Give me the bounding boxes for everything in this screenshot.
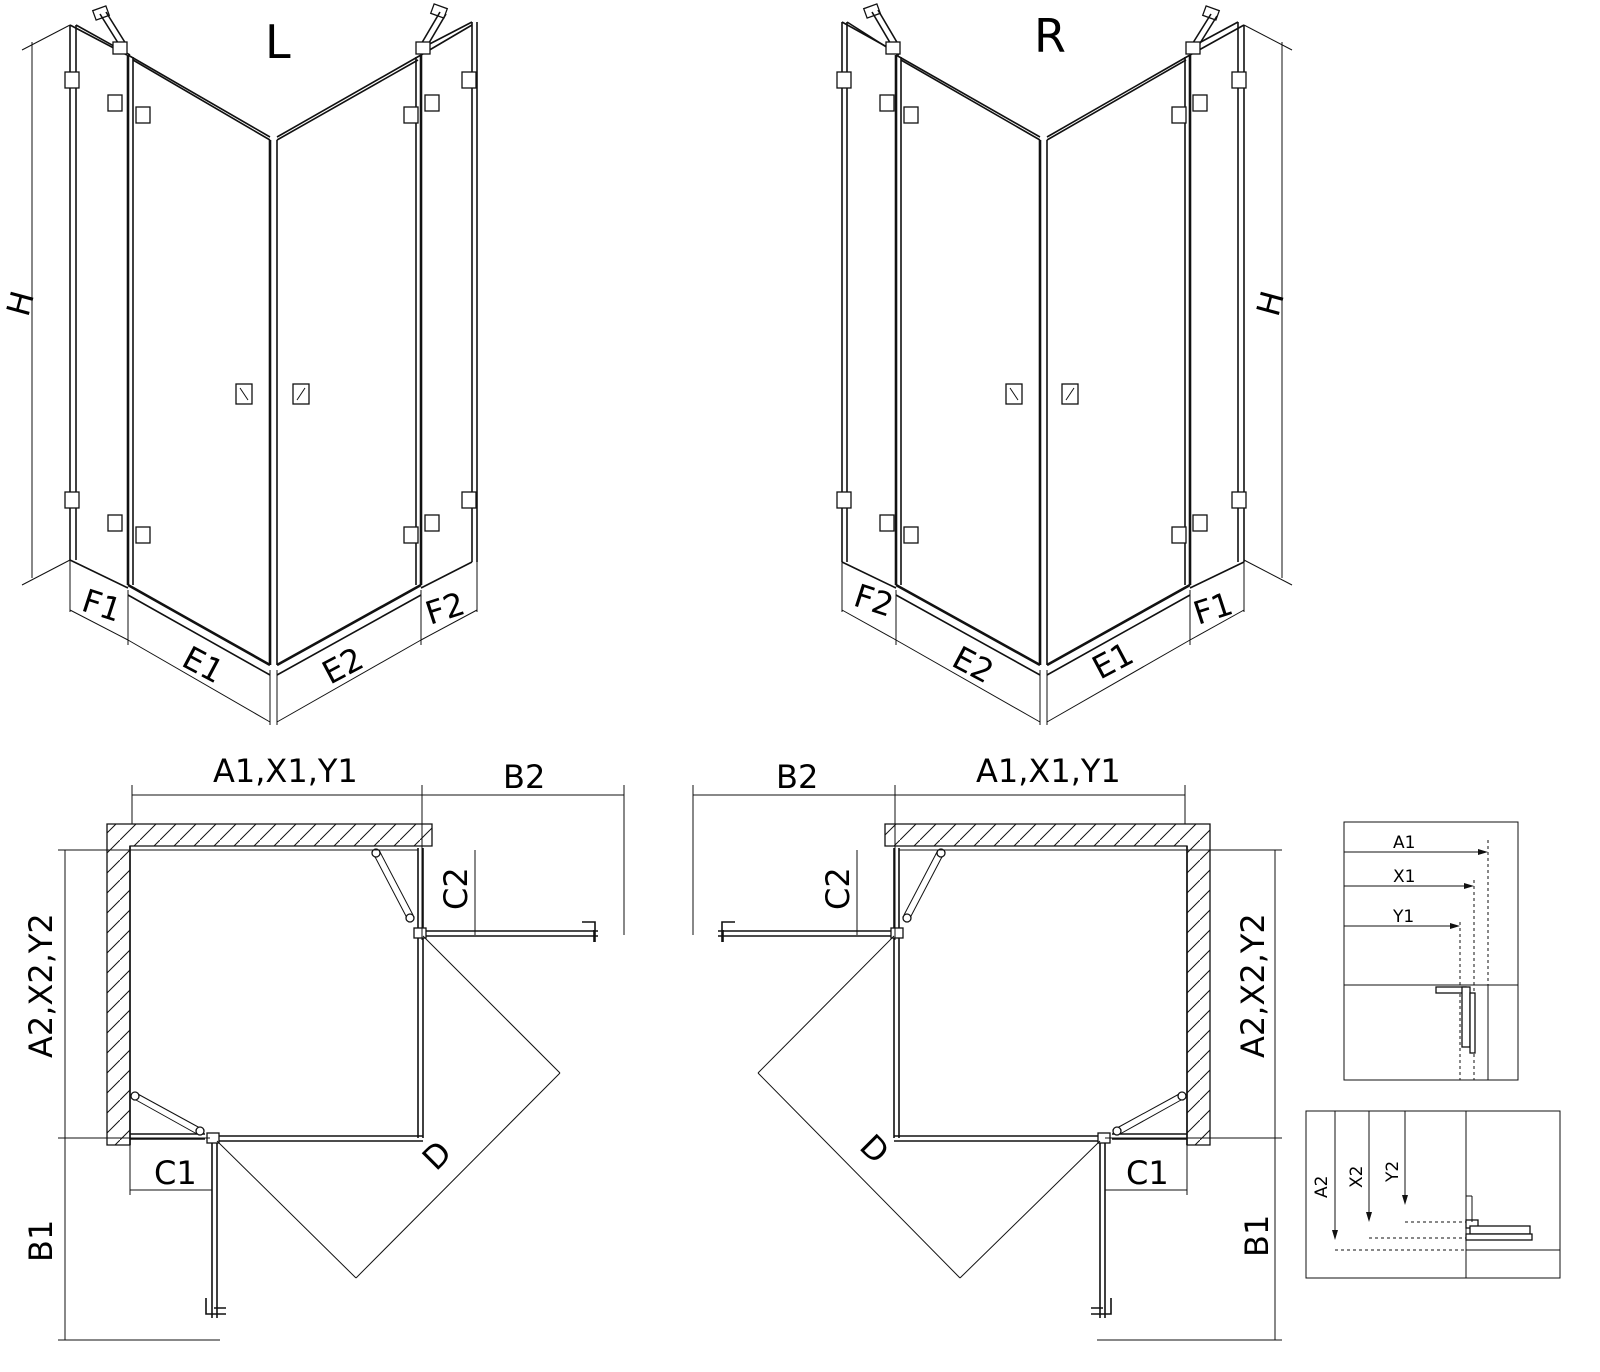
dim-height-r: H bbox=[1243, 24, 1293, 586]
door-handles-r bbox=[1005, 383, 1079, 405]
label-hinge-offset-bottom-left: C1 bbox=[154, 1154, 197, 1192]
detail-label-y1: Y1 bbox=[1392, 907, 1414, 927]
hinges-r bbox=[836, 71, 1247, 544]
dim-bottom-r: F2 E2 E1 F1 bbox=[841, 562, 1245, 725]
label-diagonal-right: D bbox=[852, 1127, 896, 1171]
detail-label-a1: A1 bbox=[1393, 833, 1415, 853]
wall-bracket-l-right bbox=[415, 3, 449, 55]
label-fixed-left-r: F2 bbox=[850, 576, 899, 624]
label-door-left-r: E2 bbox=[946, 639, 1000, 692]
door-handles-l bbox=[235, 383, 310, 405]
label-side-height-right: A2,X2,Y2 bbox=[1234, 913, 1272, 1058]
label-top-width-left: A1,X1,Y1 bbox=[213, 752, 358, 790]
label-door-right-r: E1 bbox=[1086, 634, 1140, 687]
variant-title-l: L bbox=[265, 15, 291, 69]
detail-label-a2: A2 bbox=[1312, 1176, 1332, 1198]
dim-height-l: H bbox=[0, 24, 71, 586]
label-fixed-right-l: F2 bbox=[421, 584, 470, 632]
screen-right bbox=[718, 848, 1187, 1318]
plan-dims-right: A1,X1,Y1 B2 A2,X2,Y2 B1 C2 C1 D bbox=[692, 752, 1282, 1341]
label-height-l: H bbox=[0, 287, 42, 320]
detail-label-y2: Y2 bbox=[1383, 1161, 1403, 1183]
detail-label-x2: X2 bbox=[1347, 1166, 1367, 1188]
label-fixed-left-l: F1 bbox=[78, 581, 127, 629]
isometric-view-right: R bbox=[836, 3, 1293, 725]
label-side-height-left: A2,X2,Y2 bbox=[22, 913, 60, 1058]
isometric-view-left: L bbox=[0, 3, 478, 725]
label-top-extension-left: B2 bbox=[503, 758, 545, 796]
wall-bracket-r-left bbox=[862, 3, 901, 55]
label-top-extension-right: B2 bbox=[776, 758, 818, 796]
label-hinge-offset-bottom-right: C1 bbox=[1126, 1154, 1169, 1192]
detail-top: A1 X1 Y1 bbox=[1343, 821, 1519, 1081]
label-hinge-offset-top-left: C2 bbox=[437, 867, 475, 910]
label-side-extension-left: B1 bbox=[22, 1220, 60, 1262]
label-fixed-right-r: F1 bbox=[1189, 584, 1238, 632]
label-top-width-right: A1,X1,Y1 bbox=[976, 752, 1121, 790]
label-door-right-l: E2 bbox=[316, 639, 370, 692]
variant-title-r: R bbox=[1034, 9, 1066, 63]
label-diagonal-left: D bbox=[415, 1133, 459, 1177]
label-height-r: H bbox=[1249, 287, 1292, 320]
detail-bottom: A2 X2 Y2 bbox=[1305, 1110, 1561, 1279]
screen-left bbox=[130, 848, 598, 1318]
wall-bracket-r-right bbox=[1185, 5, 1221, 55]
label-side-extension-right: B1 bbox=[1238, 1215, 1276, 1257]
enclosure-panels-l bbox=[69, 21, 478, 676]
hinges-l bbox=[64, 71, 477, 544]
wall-bracket-l-left bbox=[91, 5, 128, 55]
label-door-left-l: E1 bbox=[176, 639, 230, 692]
label-hinge-offset-top-right: C2 bbox=[819, 867, 857, 910]
plan-view-left: A1,X1,Y1 B2 A2,X2,Y2 B1 C2 C1 D bbox=[22, 752, 625, 1341]
detail-label-x1: X1 bbox=[1393, 867, 1415, 887]
plan-view-right: A1,X1,Y1 B2 A2,X2,Y2 B1 C2 C1 D bbox=[692, 752, 1282, 1341]
